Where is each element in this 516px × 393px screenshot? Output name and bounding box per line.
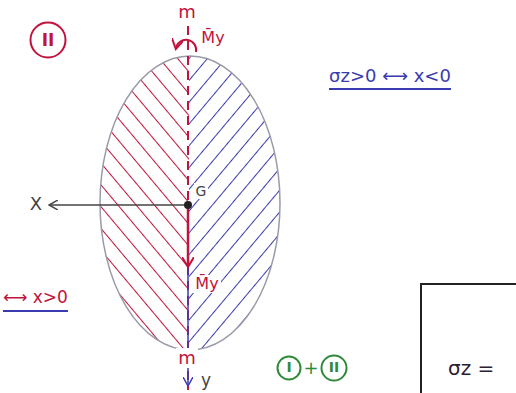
numeral-text: II (329, 360, 339, 375)
moment-label: M̄y (199, 29, 226, 47)
axis-label: y (201, 371, 211, 391)
stress-condition: ⟷ x>0 (3, 288, 68, 312)
section-outline (100, 56, 280, 350)
x-axis (50, 204, 188, 206)
plus-sign: + (303, 358, 318, 379)
circled-numeral: I (276, 355, 302, 381)
moment-arc (176, 40, 196, 52)
stress-condition: σz>0 ⟷ x<0 (329, 66, 451, 91)
formula-text: σz = (448, 357, 516, 379)
centroid-dot (184, 201, 192, 209)
hatching (100, 56, 281, 351)
section-line-label: m (176, 348, 198, 369)
centroid-label: G (194, 183, 209, 199)
axis-label: X (30, 194, 42, 215)
circled-numeral: II (320, 354, 348, 382)
numeral-text: I (286, 360, 291, 375)
numeral-text: II (42, 31, 55, 50)
circled-numeral: II (29, 21, 67, 59)
result-box: σz = (420, 283, 516, 393)
moment-vector (187, 205, 190, 266)
moment-label: M̄y (193, 275, 220, 293)
section-line-label: m (176, 2, 198, 23)
